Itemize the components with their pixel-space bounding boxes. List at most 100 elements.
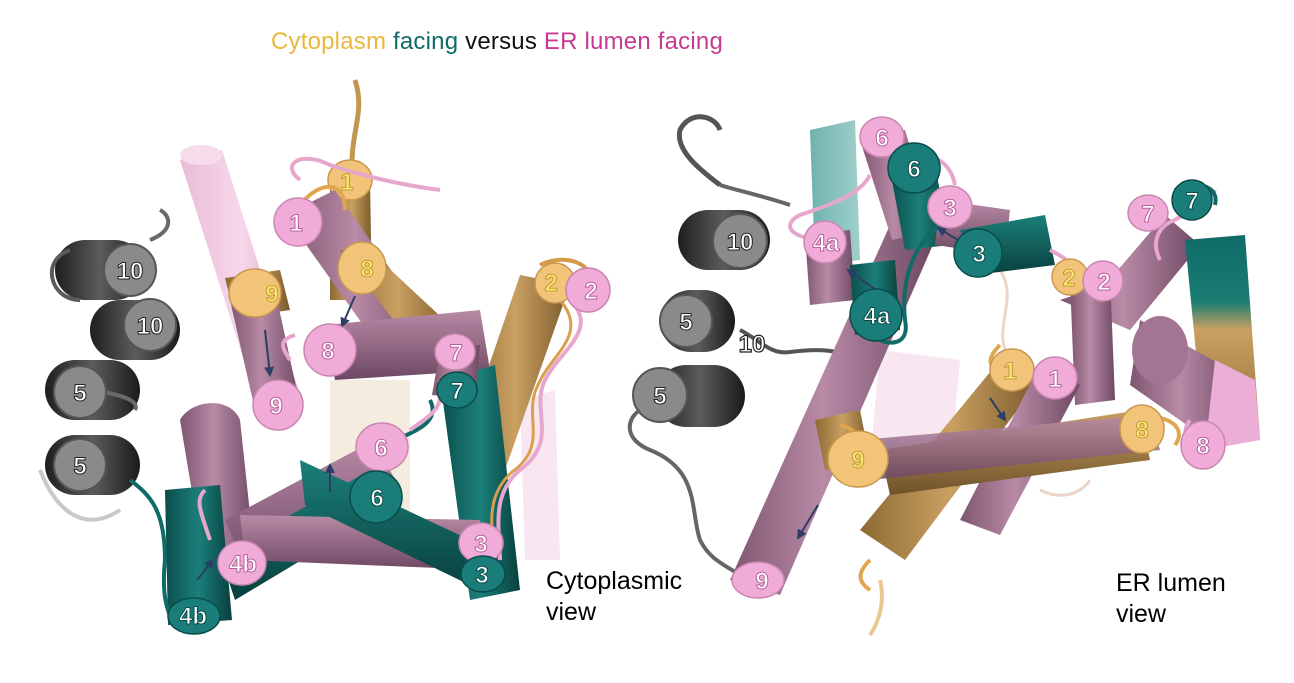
label-h10b-grey: 10 — [137, 313, 164, 340]
grey-helices-left — [45, 208, 180, 495]
loop-pink — [496, 298, 583, 561]
arrow — [264, 329, 275, 377]
label-h3-pink: 3 — [943, 195, 956, 222]
faint-loop — [1039, 479, 1092, 497]
helix-cap-pink — [803, 220, 847, 264]
label-h2-gold: 2 — [544, 270, 557, 297]
loop-pink — [281, 333, 296, 362]
er-lumen-view-label: ER lumen view — [1116, 568, 1226, 630]
loop-grey — [50, 248, 81, 302]
helix-mauve — [860, 415, 1160, 480]
helix-cap-pink — [303, 323, 357, 377]
arrow — [196, 558, 215, 581]
helix-teal — [300, 460, 480, 590]
er-lumen-view-structure: 6 6 3 3 7 7 4a 4a 2 2 1 1 8 8 9 9 10 10 … — [627, 114, 1260, 637]
helix-cap-teal — [1171, 179, 1213, 221]
label-h7-pink: 7 — [1141, 201, 1154, 228]
title-er-lumen: ER lumen — [543, 28, 651, 55]
helix-cap-pink — [434, 333, 476, 371]
cytoplasmic-view-line2: view — [546, 598, 597, 626]
helix-labels-left: 1 1 8 9 2 2 8 9 7 7 6 6 3 3 4b 4b 10 10 … — [73, 169, 598, 631]
arrow — [846, 268, 877, 291]
loop-teal — [879, 223, 942, 345]
cytoplasmic-view-structure: 1 1 8 9 2 2 8 9 7 7 6 6 3 3 4b 4b 10 10 … — [38, 79, 611, 635]
loop-grey — [149, 208, 171, 242]
label-h2-pink: 2 — [1097, 269, 1110, 296]
helix-cap-grey — [53, 438, 107, 492]
helix-cap-pink — [217, 540, 267, 586]
loop-gold — [868, 579, 884, 637]
label-h9-gold: 9 — [851, 447, 864, 474]
helix-cap-pink — [252, 379, 304, 431]
arrow — [796, 504, 819, 540]
helix-cap-teal — [167, 597, 221, 635]
cytoplasmic-view-line1: Cytoplasmic — [546, 567, 683, 595]
loop-gold — [490, 299, 573, 563]
loop-pink — [788, 173, 872, 242]
label-h1-pink: 1 — [289, 210, 302, 237]
helix-cap-gold — [228, 268, 282, 318]
label-h5a-grey: 5 — [679, 309, 692, 336]
loop-grey — [719, 183, 791, 207]
helix-cap-teal — [849, 288, 903, 342]
helix-cap-gold — [827, 430, 889, 488]
helix-cap — [180, 145, 222, 165]
helix-cap-grey — [632, 367, 688, 423]
label-h8-gold: 8 — [360, 256, 373, 283]
label-h8-pink: 8 — [321, 338, 334, 365]
helix-cap-grey — [659, 294, 713, 348]
label-h6-pink: 6 — [374, 435, 387, 462]
loop-grey — [676, 114, 723, 187]
label-h5b-grey: 5 — [653, 383, 666, 410]
helix-mauve — [1070, 275, 1115, 405]
label-h7-teal: 7 — [450, 378, 463, 405]
helix-cap-gold — [1119, 404, 1165, 454]
label-h4b-pink: 4b — [229, 551, 257, 578]
label-h2-gold: 2 — [1062, 265, 1075, 292]
label-h1-gold: 1 — [1003, 358, 1016, 385]
label-h4a-pink: 4a — [813, 230, 840, 257]
label-h3-teal: 3 — [475, 562, 488, 589]
title-versus: versus — [465, 28, 538, 55]
title-cytoplasm: Cytoplasm — [270, 28, 387, 55]
label-h5a-grey: 5 — [73, 380, 86, 407]
title-facing-pink: facing — [657, 28, 724, 55]
helix-teal — [165, 485, 232, 625]
helix-cap-teal — [349, 470, 403, 524]
label-h6-teal: 6 — [370, 485, 383, 512]
helix-cap-mauve — [1132, 316, 1188, 384]
label-h1-gold: 1 — [340, 169, 353, 196]
loop-pink — [197, 488, 212, 541]
label-h7-pink: 7 — [449, 340, 462, 367]
arrow — [936, 226, 959, 241]
label-h5b-grey: 5 — [73, 453, 86, 480]
helix-cap-pink — [1082, 260, 1124, 302]
helix-cap-grey — [123, 298, 177, 352]
loop-gold — [858, 558, 872, 592]
arrow — [989, 397, 1007, 422]
label-h6-pink: 6 — [875, 125, 888, 152]
title-facing-teal: facing — [393, 28, 459, 55]
label-h4b-teal: 4b — [179, 603, 207, 630]
faint-helix — [520, 390, 560, 560]
faint-loop — [38, 469, 122, 522]
er-lumen-view-line1: ER lumen — [1116, 569, 1226, 597]
label-h7-teal: 7 — [1185, 188, 1198, 215]
label-h9-gold: 9 — [265, 281, 278, 308]
helix-cap-pink — [1127, 194, 1169, 232]
helix-cap-teal — [887, 142, 941, 194]
helix-cap-grey — [103, 243, 157, 297]
er-lumen-view-line2: view — [1116, 600, 1167, 628]
loop-gold — [298, 184, 347, 211]
label-h2-pink: 2 — [584, 278, 597, 305]
label-h10a-grey: 10 — [117, 258, 144, 285]
loop-pink — [290, 156, 441, 192]
helix-labels-right: 6 6 3 3 7 7 4a 4a 2 2 1 1 8 8 9 9 10 10 … — [653, 125, 1210, 596]
faint-loop — [998, 269, 1012, 361]
label-h3-pink: 3 — [474, 531, 487, 558]
label-h4a-teal: 4a — [864, 303, 891, 330]
label-h8-pink: 8 — [1196, 433, 1209, 460]
helix-cap-grey — [53, 365, 107, 419]
